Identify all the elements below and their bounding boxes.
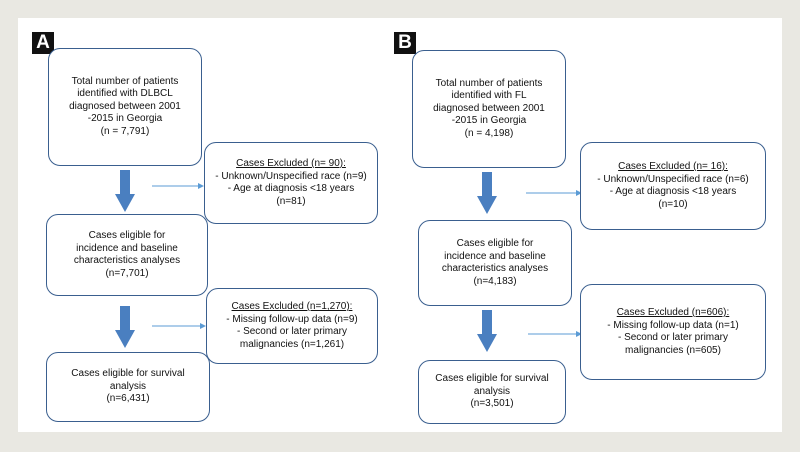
box-line: analysis <box>473 385 511 397</box>
box-line: Total number of patients <box>435 77 543 89</box>
exclusion-header: Cases Excluded (n= 16): <box>618 161 728 172</box>
box-line: (n=7,701) <box>105 267 149 279</box>
panel-a-exclusion-connector-2 <box>152 323 206 329</box>
panel-a-exclusion-box-2: Cases Excluded (n=1,270): - Missing foll… <box>206 288 378 364</box>
exclusion-header: Cases Excluded (n= 90): <box>236 158 346 169</box>
exclusion-line: (n=81) <box>276 195 306 207</box>
box-line: -2015 in Georgia <box>87 113 163 125</box>
panel-a-eligible-survival-box: Cases eligible for survival analysis (n=… <box>46 352 210 422</box>
panel-a-label: A <box>32 32 54 54</box>
exclusion-line: - Unknown/Unspecified race (n=9) <box>215 170 367 182</box>
exclusion-header: Cases Excluded (n=1,270): <box>231 301 353 312</box>
box-line: analysis <box>109 380 147 392</box>
exclusion-header: Cases Excluded (n=606): <box>616 307 730 318</box>
panel-b-down-arrow-1 <box>477 172 497 214</box>
panel-b-eligible-incidence-box: Cases eligible for incidence and baselin… <box>418 220 572 306</box>
panel-b-exclusion-box-1: Cases Excluded (n= 16): - Unknown/Unspec… <box>580 142 766 230</box>
box-line: diagnosed between 2001 <box>433 102 545 114</box>
box-line: identified with FL <box>451 90 527 102</box>
box-line: (n=3,501) <box>470 398 514 410</box>
panel-b-exclusion-box-2: Cases Excluded (n=606): - Missing follow… <box>580 284 766 380</box>
exclusion-line: - Second or later primary <box>617 332 729 343</box>
box-line: Total number of patients <box>71 75 179 87</box>
panel-a-exclusion-box-1: Cases Excluded (n= 90): - Unknown/Unspec… <box>204 142 378 224</box>
panel-a-exclusion-connector-1 <box>152 183 204 189</box>
box-line: (n=6,431) <box>106 393 150 405</box>
exclusion-line: - Unknown/Unspecified race (n=6) <box>597 173 749 185</box>
panel-b-exclusion-connector-1 <box>526 190 582 196</box>
panel-b-total-patients-box: Total number of patients identified with… <box>412 50 566 168</box>
exclusion-line: malignancies (n=605) <box>625 344 721 356</box>
box-line: incidence and baseline <box>76 242 178 254</box>
exclusion-line: - Age at diagnosis <18 years <box>609 186 737 197</box>
box-line: -2015 in Georgia <box>451 115 527 127</box>
panel-a-down-arrow-1 <box>115 170 135 212</box>
panel-b-exclusion-connector-2 <box>528 331 582 337</box>
panel-b-label: B <box>394 32 416 54</box>
exclusion-line: - Age at diagnosis <18 years <box>227 183 355 194</box>
box-line: Cases eligible for <box>456 238 534 249</box>
panel-b-eligible-survival-box: Cases eligible for survival analysis (n=… <box>418 360 566 424</box>
box-line: Cases eligible for <box>88 230 166 241</box>
box-line: identified with DLBCL <box>77 88 173 100</box>
box-line: (n=4,183) <box>473 275 517 287</box>
exclusion-line: - Missing follow-up data (n=1) <box>607 319 739 331</box>
panel-a-down-arrow-2 <box>115 306 135 348</box>
exclusion-line: - Second or later primary <box>236 326 348 337</box>
panel-b-down-arrow-2 <box>477 310 497 352</box>
exclusion-line: malignancies (n=1,261) <box>239 338 345 350</box>
box-line: characteristics analyses <box>73 255 181 266</box>
box-line: (n = 4,198) <box>464 127 514 139</box>
box-line: diagnosed between 2001 <box>69 100 181 112</box>
figure-panel: A Total number of patients identified wi… <box>18 18 782 432</box>
box-line: Cases eligible for survival <box>435 373 549 385</box>
panel-a-eligible-incidence-box: Cases eligible for incidence and baselin… <box>46 214 208 296</box>
panel-a-total-patients-box: Total number of patients identified with… <box>48 48 202 166</box>
box-line: characteristics analyses <box>441 263 549 274</box>
exclusion-line: (n=10) <box>658 198 688 210</box>
box-line: Cases eligible for survival <box>71 368 185 380</box>
box-line: (n = 7,791) <box>100 125 150 137</box>
exclusion-line: - Missing follow-up data (n=9) <box>226 313 358 325</box>
box-line: incidence and baseline <box>444 250 546 262</box>
